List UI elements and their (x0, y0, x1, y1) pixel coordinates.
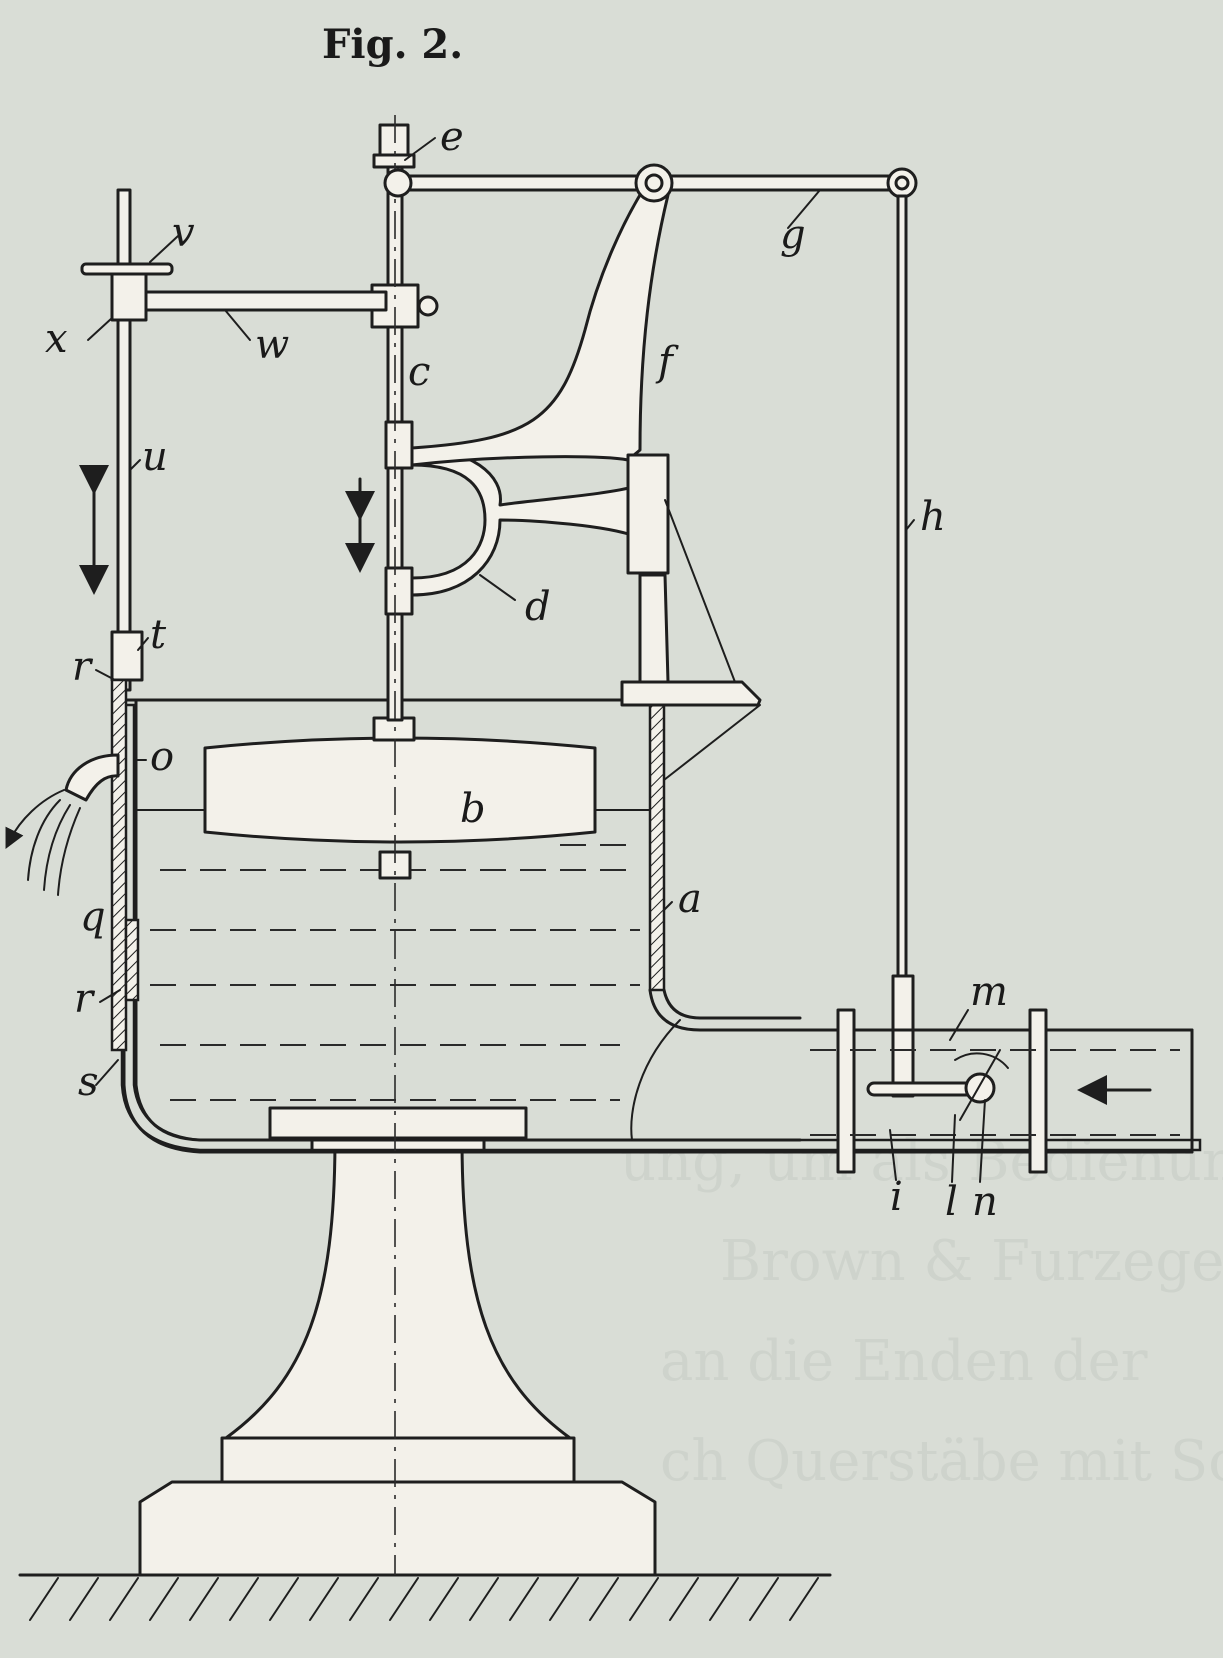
label-f: f (655, 339, 679, 385)
label-m: m (970, 969, 1008, 1015)
label-h: h (920, 494, 946, 540)
label-o: o (150, 734, 174, 780)
overflow-assembly (5, 188, 388, 1052)
label-a: a (678, 876, 702, 922)
bleed-through-text: ung, um als Bedienung Brown & Furzegeld … (620, 1129, 1223, 1494)
rod-h (891, 194, 915, 1098)
frame-d-f (410, 193, 762, 783)
svg-text:Brown & Furzegeld: Brown & Furzegeld (720, 1229, 1223, 1294)
leader-lines (87, 137, 986, 1183)
pedestal (138, 1106, 657, 1577)
lever-g (383, 163, 918, 203)
ground (18, 1573, 832, 1621)
label-g: g (780, 212, 806, 258)
label-i: i (890, 1174, 903, 1220)
float-b (203, 716, 597, 880)
label-r-lower: r (74, 976, 96, 1022)
label-u: u (142, 434, 168, 480)
label-t: t (150, 612, 167, 658)
label-q: q (80, 894, 106, 940)
label-e: e (440, 114, 464, 160)
svg-text:ch Querstäbe mit Schw: ch Querstäbe mit Schw (660, 1429, 1223, 1494)
label-b: b (460, 786, 486, 832)
label-r-upper: r (72, 644, 94, 690)
label-n: n (972, 1179, 998, 1225)
svg-text:an die Enden der: an die Enden der (660, 1329, 1148, 1394)
label-d: d (525, 584, 551, 630)
label-l: l (945, 1179, 958, 1225)
label-v: v (172, 210, 195, 256)
spindle-c (370, 115, 439, 1575)
label-x: x (45, 316, 68, 362)
label-s: s (78, 1059, 99, 1105)
figure-title: Fig. 2. (322, 21, 463, 68)
inlet-pipe-i (798, 1008, 1194, 1174)
part-labels: e v g x w c f u h d t r o b a q m r s i … (45, 114, 1008, 1225)
label-w: w (255, 322, 289, 368)
label-c: c (408, 349, 430, 395)
